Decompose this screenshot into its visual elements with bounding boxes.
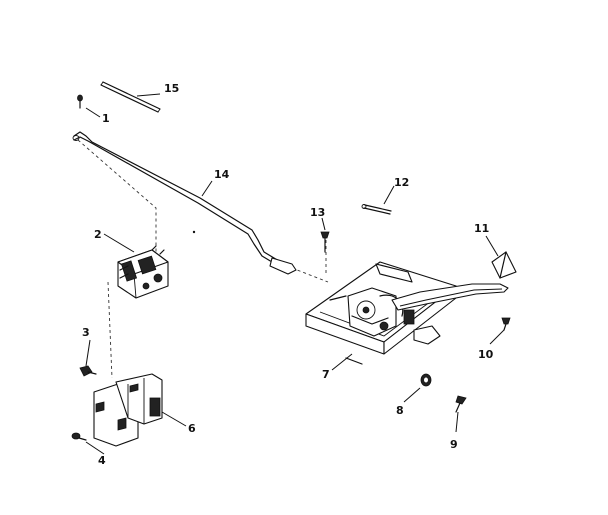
part-9-screw [455, 395, 467, 413]
part-2-solenoid [117, 245, 169, 299]
leader-11 [485, 235, 499, 257]
part-14-link-rod [72, 131, 297, 275]
leader-12 [383, 185, 395, 205]
part-13-screw [320, 231, 330, 253]
callout-4: 4 [98, 454, 106, 467]
part-11-handle-cap [491, 251, 517, 279]
alignment-line-2 [107, 281, 113, 379]
callout-8: 8 [396, 404, 404, 417]
leader-9 [455, 411, 459, 433]
part-8-nut [420, 373, 432, 387]
callout-9: 9 [450, 438, 458, 451]
leader-4 [85, 441, 105, 455]
callout-7: 7 [322, 368, 330, 381]
part-6-bracket [93, 373, 163, 447]
leader-2 [103, 233, 135, 253]
leader-15 [136, 93, 161, 97]
leader-7 [331, 353, 353, 371]
leader-3 [85, 339, 91, 367]
callout-13: 13 [310, 206, 325, 219]
leader-1 [85, 107, 101, 118]
part-4-screw [71, 432, 87, 441]
leader-8 [403, 387, 421, 403]
leader-14 [201, 180, 213, 197]
callout-11: 11 [474, 222, 489, 235]
callout-3: 3 [82, 326, 90, 339]
part-7-latch-assembly [305, 261, 457, 365]
callout-1: 1 [102, 112, 110, 125]
part-1-screw [77, 94, 83, 109]
alignment-line-3 [291, 267, 329, 283]
leader-10 [489, 329, 505, 345]
part-15-pin [100, 81, 161, 113]
callout-2: 2 [94, 228, 102, 241]
part-10-screw [501, 317, 511, 331]
leader-6 [161, 411, 187, 427]
latch-lever-arm [391, 283, 509, 311]
leader-13 [321, 217, 326, 231]
callout-10: 10 [478, 348, 494, 361]
part-3-screw [79, 365, 97, 377]
callout-15: 15 [164, 82, 179, 95]
callout-12: 12 [394, 176, 409, 189]
stray-mark [192, 230, 196, 234]
callout-14: 14 [214, 168, 230, 181]
alignment-line-1 [77, 139, 157, 255]
part-12-pin [361, 204, 392, 215]
callout-6: 6 [188, 422, 196, 435]
